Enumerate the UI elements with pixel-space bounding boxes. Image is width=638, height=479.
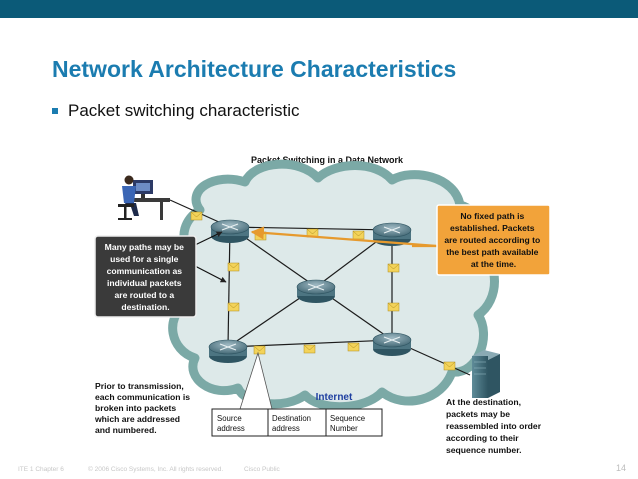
note-destination-line: sequence number. xyxy=(446,445,521,455)
footer-course: ITE 1 Chapter 6 xyxy=(18,466,64,473)
internet-label: Internet xyxy=(316,392,353,403)
svg-text:No fixed path is establi: No fixed path is established. Packets ar… xyxy=(444,211,542,269)
note-prior-to-transmission: Prior to transmission, each communicatio… xyxy=(94,381,192,435)
header-field-source: Source address xyxy=(217,414,245,433)
note-destination-line: reassembled into order xyxy=(446,421,542,431)
packet-envelope-icon xyxy=(190,211,203,221)
packet-envelope-icon xyxy=(347,342,360,352)
header-field-sequence: Sequence Number xyxy=(330,414,367,433)
callout-left-line: communication as xyxy=(107,266,183,276)
packet-envelope-icon xyxy=(253,345,266,355)
workstation-user-icon xyxy=(118,175,170,220)
router-top-left xyxy=(210,219,250,243)
note-prior-line: Prior to transmission, xyxy=(95,381,184,391)
router-bottom-right xyxy=(372,332,412,356)
top-bar xyxy=(0,0,638,18)
callout-left-line: destination. xyxy=(121,302,169,312)
footer-classification: Cisco Public xyxy=(244,466,280,473)
router-center xyxy=(296,279,336,303)
packet-envelope-icon xyxy=(387,263,400,273)
diagram-title: Packet Switching in a Data Network xyxy=(251,155,404,165)
page-number: 14 xyxy=(616,463,627,473)
note-at-destination: At the destination, packets may be reass… xyxy=(446,397,543,455)
note-prior-line: which are addressed xyxy=(94,414,180,424)
packet-envelope-icon xyxy=(227,302,240,312)
callout-right-line: No fixed path is xyxy=(460,211,524,221)
packet-envelope-icon xyxy=(303,344,316,354)
callout-left-line: used for a single xyxy=(110,254,179,264)
packet-envelope-icon xyxy=(387,302,400,312)
server-icon xyxy=(472,350,500,398)
footer-copyright: © 2006 Cisco Systems, Inc. All rights re… xyxy=(88,466,224,473)
slide-title: Network Architecture Characteristics xyxy=(52,56,457,82)
bullet-square-icon xyxy=(52,108,58,114)
callout-left: Many paths may be used for a single comm… xyxy=(94,231,227,318)
packet-envelope-icon xyxy=(227,262,240,272)
packet-header-zoom: Source address Destination address Seque… xyxy=(211,351,383,437)
callout-right-line: are routed according to xyxy=(444,235,540,245)
callout-left-line: are routed to a xyxy=(114,290,174,300)
header-field-destination: Destination address xyxy=(272,414,313,433)
bullet-text: Packet switching characteristic xyxy=(68,101,300,120)
note-destination-line: packets may be xyxy=(446,409,510,419)
note-prior-line: and numbered. xyxy=(95,425,157,435)
note-prior-line: broken into packets xyxy=(95,403,176,413)
packet-envelope-icon xyxy=(352,230,365,240)
note-prior-line: each communication is xyxy=(95,392,190,402)
note-destination-line: At the destination, xyxy=(446,397,521,407)
callout-right-line: the best path available xyxy=(446,247,538,257)
svg-text:Many paths may be used f: Many paths may be used for a single comm… xyxy=(105,242,187,312)
packet-envelope-icon xyxy=(443,361,456,371)
router-bottom-left xyxy=(208,339,248,363)
callout-right-line: established. Packets xyxy=(450,223,535,233)
callout-right-line: at the time. xyxy=(471,259,516,269)
callout-left-line: Many paths may be xyxy=(105,242,184,252)
callout-left-line: individual packets xyxy=(107,278,182,288)
callout-right: No fixed path is established. Packets ar… xyxy=(250,204,551,276)
note-destination-line: according to their xyxy=(446,433,519,443)
